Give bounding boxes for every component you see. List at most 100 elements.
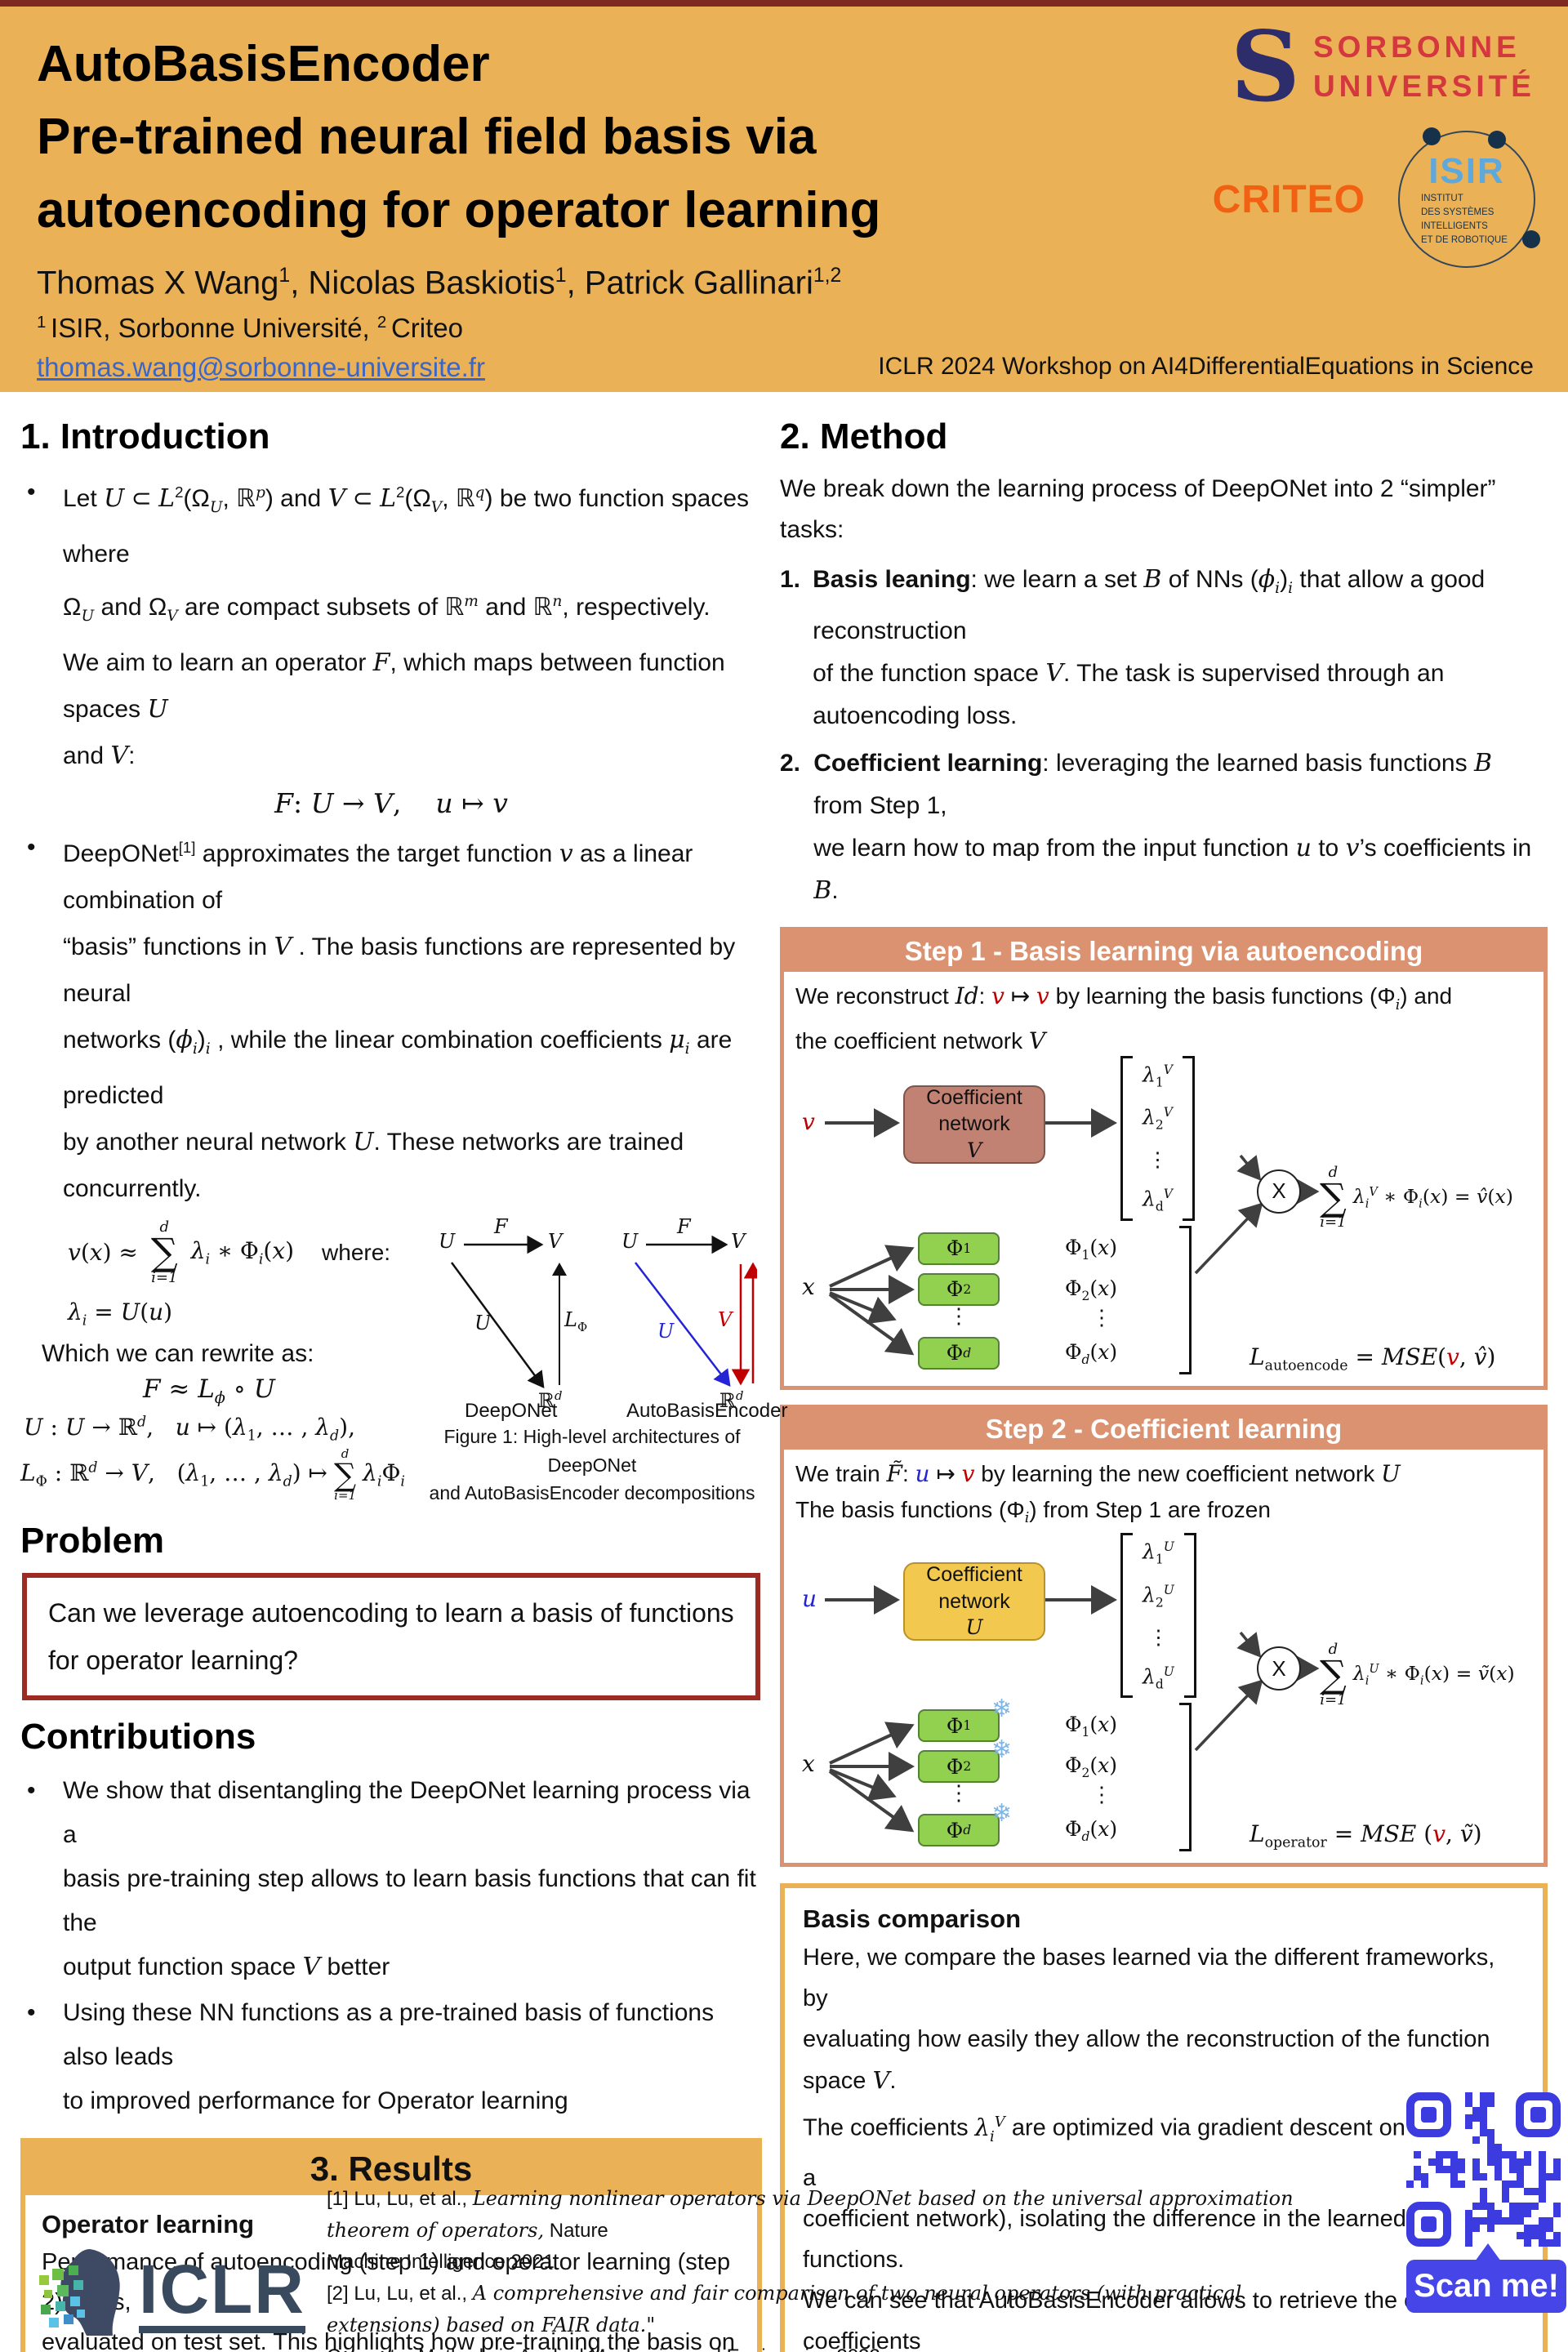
workshop-line: ICLR 2024 Workshop on AI4DifferentialEqu… [878,353,1534,380]
which-rewrite-text: Which we can rewrite as: [42,1340,314,1368]
eq-sum-lhs: v(x) ≈ [68,1239,138,1267]
figure1-diagrams: U F V U LΦ ℝd U F V U V ℝd DeepONet [427,1215,787,1422]
top-border [0,0,1568,7]
contribution-bullet-1: • We show that disentangling the DeepONe… [20,1769,762,1989]
basis-comparison-section: Basis comparison Here, we compare the ba… [780,1883,1548,2352]
iclr-logo: ICLR [33,2244,305,2342]
step2-header: Step 2 - Coefficient learning [784,1408,1544,1450]
intro-bullet-1: • Let U ⊂ L2(ΩU, ℝp) and V ⊂ L2(ΩV, ℝq) … [20,469,762,779]
header: AutoBasisEncoder Pre-trained neural fiel… [0,7,1568,392]
qr-finder-icon [1406,2092,1451,2137]
qr-finder-icon [1406,2202,1451,2247]
output-bracket [1179,1225,1192,1374]
fig1-label-abe: AutoBasisEncoder [626,1400,788,1422]
sorbonne-wordmark: SORBONNE UNIVERSITÉ [1313,28,1535,106]
intro-bullet-2: • DeepONet[1] approximates the target fu… [20,824,762,1212]
eq-where: where: [322,1239,391,1265]
figure1-caption: Figure 1: High-level architectures of De… [429,1426,755,1503]
rewrite-equations: v(x) ≈ d∑i=1 λi ∗ Φi(x) where: λi = U(u)… [20,1215,414,1508]
intro-heading: 1. Introduction [20,416,270,457]
sum-symbol: d∑i=1 [1320,1163,1347,1232]
step1-input-v: v [802,1107,815,1135]
step2-input-x: x [802,1750,815,1778]
scan-me-bubble: Scan me! [1406,2243,1566,2313]
iclr-head-icon [39,2249,120,2336]
poster-title-line3: autoencoding for operator learning [37,181,881,238]
qr-code [1406,2092,1561,2247]
bullet-icon: • [27,1998,36,2026]
step1-lambda-vector: λ1V λ2V ⋮ λdV [1120,1055,1195,1221]
qr-area: Scan me! [1406,2092,1566,2313]
fig1-lphi: LΦ [564,1308,588,1334]
snowflake-icon: ❄ [991,1695,1013,1723]
multiply-node: X [1257,1646,1301,1691]
eq-lambda: λi = U(u) [68,1298,173,1330]
equation-operator: F: U → V, u ↦ v [274,787,508,819]
step1-loss: Lautoencode = MSE(v, v̂) [1250,1343,1496,1374]
method-heading: 2. Method [780,416,948,457]
sorbonne-line1: SORBONNE [1312,29,1521,64]
phi-dots: ⋮ [948,1303,969,1329]
problem-heading: Problem [20,1520,165,1561]
sorbonne-s-icon: S [1230,10,1300,123]
references: [1] Lu, Lu, et al., Learning nonlinear o… [326,2186,1294,2352]
step1-box: Step 1 - Basis learning via autoencoding… [780,927,1548,1390]
step1-input-x: x [802,1272,815,1300]
criteo-logo: CRITEO [1212,177,1365,221]
step1-text: We reconstruct Id: v ↦ v by learning the… [795,982,1453,1054]
step2-loss: Loperator = MSE (v, ṽ) [1250,1820,1482,1851]
left-column: 1. Introduction • Let U ⊂ L2(ΩU, ℝp) and… [20,392,787,2352]
fig1-rd2: ℝd [719,1388,744,1412]
fig1-rd: ℝd [538,1388,563,1412]
step1-header: Step 1 - Basis learning via autoencoding [784,931,1544,972]
intro-bullet-1-text: Let U ⊂ L2(ΩU, ℝp) and V ⊂ L2(ΩV, ℝq) be… [63,483,750,770]
authors: Thomas X Wang1, Nicolas Baskiotis1, Patr… [37,264,842,301]
sum-symbol: d∑i=1 [333,1446,357,1503]
sum-symbol: d∑i=1 [150,1218,178,1286]
phi-dots: ⋮ [948,1781,969,1806]
figure1-arrows [450,1235,757,1389]
step2-lambda-vector: λ1U λ2U ⋮ λdU [1120,1533,1196,1699]
fig1-v-network-red: V [718,1308,733,1331]
footer: ICLR [1] Lu, Lu, et al., Learning nonlin… [0,2187,1568,2352]
method-intro: We break down the learning process of De… [780,475,1496,543]
poster-title-line2: Pre-trained neural field basis via [37,109,817,166]
step2-output-equation: d∑i=1 λiU ∗ Φi(x) = ṽ(x) [1320,1641,1515,1708]
results-section: 3. Results Operator learning Performance… [20,2137,762,2352]
affiliations: 1 ISIR, Sorbonne Université, 2 Criteo [37,313,463,344]
step2-text: We train F̃: u ↦ v by learning the new c… [795,1459,1401,1527]
snowflake-icon: ❄ [991,1736,1013,1764]
bullet-icon: • [27,834,36,861]
contributions-heading: Contributions [20,1716,256,1757]
step2-arrows [825,1585,1320,1833]
sum-symbol: d∑i=1 [1320,1641,1347,1708]
iclr-wordmark: ICLR [139,2253,305,2333]
step2-input-u: u [802,1585,817,1613]
right-column: 2. Method We break down the learning pro… [780,392,1548,2352]
fig1-u-network: U [474,1312,492,1334]
operator-learning-subheading: Operator learning [42,2209,255,2238]
isir-wordmark: ISIR [1428,150,1505,191]
output-bracket [1179,1703,1192,1852]
contribution-bullet-2: • Using these NN functions as a pre-trai… [20,1991,762,2123]
snowflake-icon: ❄ [991,1800,1013,1828]
email-link[interactable]: thomas.wang@sorbonne-universite.fr [37,352,485,383]
logo-area: S SORBONNE UNIVERSITÉ CRITEO ISIR INSTIT… [1152,10,1540,269]
fig1-u-network-blue: U [657,1320,675,1343]
equation-L-map: LΦ : ℝd → V, (λ1, … , λd) ↦ d∑i=1 λiΦi [20,1446,405,1503]
step1-output-equation: d∑i=1 λiV ∗ Φi(x) = v̂(x) [1320,1163,1513,1232]
equation-F-LU: F ≈ Lϕ ∘ U [143,1374,275,1408]
basis-comparison-paragraph: Here, we compare the bases learned via t… [803,1944,1512,2352]
sorbonne-logo: S SORBONNE UNIVERSITÉ [1152,10,1535,123]
